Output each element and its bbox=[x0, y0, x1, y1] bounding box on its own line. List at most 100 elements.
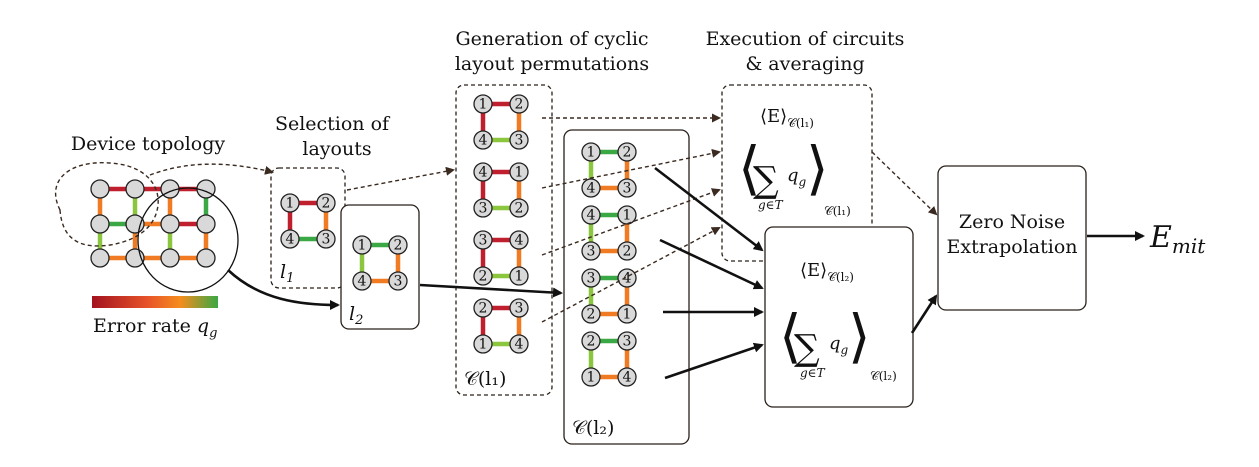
error-rate-colorbar bbox=[92, 296, 218, 308]
perm-l1-2-qubit-node bbox=[473, 162, 493, 182]
layout-l2-qubit-label: 3 bbox=[394, 274, 403, 290]
layout-l2-qubit-node bbox=[352, 235, 372, 255]
topology-qubit-node bbox=[125, 214, 145, 234]
perm-l1-4-qubit-node bbox=[509, 334, 529, 354]
svg-text:qg: qg bbox=[829, 333, 849, 357]
perm-l2-1-qubit-label: 3 bbox=[623, 181, 632, 197]
layout-l1-qubit-label: 1 bbox=[286, 196, 295, 212]
layout-l2-qubit-label: 2 bbox=[394, 238, 403, 254]
svg-text:⟩: ⟩ bbox=[848, 302, 871, 370]
perm-l2-3-qubit-label: 4 bbox=[623, 271, 632, 287]
perm-l1-4-qubit-label: 3 bbox=[515, 301, 524, 317]
perm-l2-2-qubit-node bbox=[581, 205, 601, 225]
zne-label-line1: Zero Noise bbox=[959, 211, 1065, 233]
arrow-exec-l2-to-zne bbox=[910, 294, 938, 334]
generation-label-line1: Generation of cyclic bbox=[455, 28, 648, 50]
topology-l2-enclosure bbox=[137, 187, 239, 293]
perm-l1-2-qubit-label: 2 bbox=[515, 201, 524, 217]
topology-qubit-node bbox=[90, 214, 110, 234]
perm-l1-3-qubit-node bbox=[473, 230, 493, 250]
perm-l1-4-qubit-node bbox=[473, 334, 493, 354]
svg-text:qg: qg bbox=[787, 165, 807, 189]
perm-l2-1-qubit-node bbox=[581, 142, 601, 162]
perm-l2-1-qubit-label: 1 bbox=[587, 145, 596, 161]
svg-text:⟨: ⟨ bbox=[738, 134, 761, 202]
perm-l1-1-qubit-label: 1 bbox=[479, 97, 488, 113]
perm-l1-4-qubit-label: 4 bbox=[515, 337, 524, 353]
perm-l1-1-qubit-label: 2 bbox=[515, 97, 524, 113]
permutations-l1-box bbox=[455, 84, 553, 396]
perm-l1-1-qubit-node bbox=[509, 94, 529, 114]
layout-l1-qubit-node bbox=[280, 193, 300, 213]
topology-qubit-node bbox=[160, 214, 180, 234]
perm-l2-4-qubit-node bbox=[581, 367, 601, 387]
execution-label-line2: & averaging bbox=[745, 53, 864, 75]
execution-l2-box bbox=[764, 226, 914, 408]
zne-box bbox=[937, 165, 1087, 311]
svg-text:⟩: ⟩ bbox=[806, 134, 829, 202]
selection-label-line2: layouts bbox=[302, 138, 371, 160]
perm-l1-2-qubit-label: 3 bbox=[479, 201, 488, 217]
layout-l1-qubit-node bbox=[316, 193, 336, 213]
svg-text:𝒞(l₂): 𝒞(l₂) bbox=[870, 369, 897, 383]
perm-l2-2-qubit-node bbox=[581, 241, 601, 261]
topology-qubit-node bbox=[196, 248, 216, 268]
perm-l2-2-qubit-node bbox=[617, 241, 637, 261]
arrow-perm-l2-4 bbox=[664, 342, 764, 380]
arrow-perm-l1-4 bbox=[541, 227, 721, 323]
perm-l1-4-qubit-label: 1 bbox=[479, 337, 488, 353]
perm-l1-3-qubit-node bbox=[509, 230, 529, 250]
arrow-perm-l1-2 bbox=[541, 148, 721, 189]
topology-qubit-node bbox=[125, 179, 145, 199]
arrow-topology-to-l2 bbox=[227, 269, 340, 310]
perm-l1-3-qubit-label: 2 bbox=[479, 269, 488, 285]
perm-l1-2-qubit-label: 1 bbox=[515, 165, 524, 181]
e-mit-output: Emit bbox=[1149, 220, 1206, 258]
topology-qubit-node bbox=[90, 179, 110, 199]
perm-l2-2-qubit-node bbox=[617, 205, 637, 225]
layout-l2-qubit-label: 1 bbox=[358, 238, 367, 254]
arrow-perm-l1-3 bbox=[541, 188, 721, 256]
perm-l1-4-qubit-node bbox=[473, 298, 493, 318]
svg-text:g∈T: g∈T bbox=[758, 198, 784, 212]
svg-text:∑: ∑ bbox=[794, 328, 820, 369]
svg-text:𝒞(l₁): 𝒞(l₁) bbox=[824, 204, 851, 218]
expectation-l1: ⟨E⟩𝒞(l₁) bbox=[760, 106, 814, 130]
perm-l2-3-qubit-node bbox=[617, 268, 637, 288]
perm-l1-1-qubit-node bbox=[473, 94, 493, 114]
device-topology-label: Device topology bbox=[71, 133, 226, 155]
arrow-l2-to-permutations bbox=[419, 283, 563, 298]
perm-l1-2-qubit-node bbox=[473, 198, 493, 218]
topology-l1-enclosure bbox=[54, 162, 159, 247]
execution-label-line1: Execution of circuits bbox=[706, 28, 905, 50]
perm-l2-3-qubit-label: 3 bbox=[587, 271, 596, 287]
perm-l1-1-qubit-label: 4 bbox=[479, 133, 488, 149]
permutations-l2-label: 𝒞(l₂) bbox=[572, 417, 614, 439]
topology-qubit-node bbox=[90, 248, 110, 268]
device-topology-grid bbox=[90, 179, 216, 268]
perm-l2-2-qubit-label: 4 bbox=[587, 208, 596, 224]
layout-l1-qubit-label: 2 bbox=[322, 196, 331, 212]
layout-l1-label: l1 bbox=[280, 261, 294, 286]
svg-text:∑: ∑ bbox=[753, 160, 779, 201]
perm-l2-1-qubit-node bbox=[617, 178, 637, 198]
perm-l1-3-qubit-node bbox=[473, 266, 493, 286]
perm-l1-3-qubit-label: 4 bbox=[515, 233, 524, 249]
perm-l1-3-qubit-node bbox=[509, 266, 529, 286]
perm-l2-2-qubit-label: 3 bbox=[587, 244, 596, 260]
layout-l1-qubit-label: 4 bbox=[286, 232, 295, 248]
perm-l2-3-qubit-label: 1 bbox=[623, 307, 632, 323]
arrow-l1-to-permutations bbox=[346, 166, 455, 191]
perm-l2-2-qubit-label: 2 bbox=[623, 244, 632, 260]
arrow-exec-l1-to-zne bbox=[871, 151, 938, 216]
arrow-topology-to-l1 bbox=[149, 163, 274, 176]
sum-l1-expression: ⟨ ∑ g∈T qg ⟩ 𝒞(l₁) bbox=[738, 134, 851, 218]
layout-l2-qubit-node bbox=[352, 271, 372, 291]
perm-l1-3-qubit-label: 1 bbox=[515, 269, 524, 285]
perm-l2-1-qubit-label: 2 bbox=[623, 145, 632, 161]
